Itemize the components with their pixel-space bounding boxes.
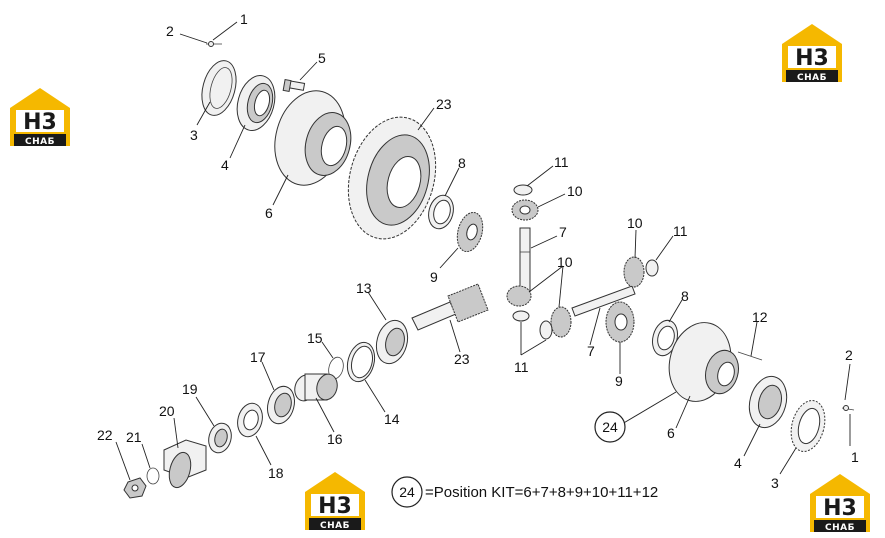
callout-6: 6 (667, 425, 675, 441)
svg-text:H3: H3 (795, 46, 829, 71)
callout-23: 23 (454, 351, 470, 367)
callout-8: 8 (458, 155, 466, 171)
part-seal (208, 422, 232, 454)
callout-2: 2 (166, 23, 174, 39)
callout-1: 1 (851, 449, 859, 465)
part-bearing-lower-right (748, 375, 788, 429)
part-thrust-washer-lower (652, 319, 678, 357)
callout-10: 10 (567, 183, 583, 199)
logo-bottom-right: H3 СНАБ (810, 474, 870, 533)
part-lock-plate-upper (201, 60, 237, 116)
callout-23: 23 (436, 96, 452, 112)
part-spider-gear-left (506, 285, 532, 322)
callout-6: 6 (265, 205, 273, 221)
callout-3: 3 (190, 127, 198, 143)
svg-text:СНАБ: СНАБ (797, 73, 827, 83)
svg-text:H3: H3 (823, 496, 857, 521)
part-differential-housing-upper (274, 90, 352, 186)
part-washer-small (146, 467, 160, 485)
svg-text:СНАБ: СНАБ (825, 523, 855, 533)
part-bearing-pinion (375, 319, 409, 365)
svg-text:СНАБ: СНАБ (25, 137, 55, 147)
svg-text:H3: H3 (23, 110, 57, 135)
part-pinion-shaft (411, 283, 489, 331)
callout-14: 14 (384, 411, 400, 427)
part-bearing-cup (237, 402, 263, 438)
part-thrust-washer-upper (428, 194, 454, 230)
part-lock-plate-lower (790, 400, 826, 452)
leader-lines (115, 21, 851, 481)
part-bearing-upper (236, 75, 276, 131)
callout-16: 16 (327, 431, 343, 447)
callout-8: 8 (681, 288, 689, 304)
part-spider-gear-top (511, 199, 539, 221)
part-pin-upper (206, 41, 222, 47)
callout-17: 17 (250, 349, 266, 365)
callout-11: 11 (673, 223, 688, 239)
callout-5: 5 (318, 50, 326, 66)
part-shim-ring (346, 341, 376, 383)
kit-number-circle (391, 476, 423, 508)
logo-top-right: H3 СНАБ (782, 24, 842, 83)
callout-labels: 1 2 3 4 5 6 23 8 9 11 10 7 10 11 10 7 11… (97, 11, 859, 491)
callout-24-circle (594, 411, 626, 443)
part-bearing-lower-left (267, 385, 295, 425)
logo-top-left: H3 СНАБ (10, 88, 70, 147)
svg-text:H3: H3 (318, 494, 352, 519)
callout-7: 7 (559, 224, 567, 240)
part-pin-lower (841, 405, 855, 411)
kit-legend: 24 =Position KIT=6+7+8+9+10+11+12 (391, 476, 658, 508)
part-bolt-lower (737, 351, 763, 361)
part-spider-washer-top (513, 184, 533, 196)
part-spider-gear-mid (539, 306, 572, 340)
kit-description: =Position KIT=6+7+8+9+10+11+12 (425, 484, 658, 501)
part-flange-yoke (163, 439, 207, 489)
part-side-gear-upper (456, 211, 484, 253)
callout-21: 21 (126, 429, 142, 445)
callout-11: 11 (514, 359, 529, 375)
part-crown-gear (347, 116, 437, 240)
logo-bottom-center: H3 СНАБ (305, 472, 365, 531)
callout-13: 13 (356, 280, 372, 296)
callout-9: 9 (615, 373, 623, 389)
callout-7: 7 (587, 343, 595, 359)
part-differential-housing-lower (668, 322, 739, 402)
callout-2: 2 (845, 347, 853, 363)
part-spider-shaft-vertical (519, 227, 531, 293)
svg-text:СНАБ: СНАБ (320, 521, 350, 531)
callout-1: 1 (240, 11, 248, 27)
part-spider-gear-right (623, 256, 659, 288)
callout-15: 15 (307, 330, 323, 346)
callout-9: 9 (430, 269, 438, 285)
part-side-gear-lower (605, 301, 635, 343)
callout-20: 20 (159, 403, 175, 419)
callout-11: 11 (554, 154, 569, 170)
callout-22: 22 (97, 427, 113, 443)
callout-10: 10 (627, 215, 643, 231)
kit-number: 24 (399, 484, 415, 500)
callout-4: 4 (221, 157, 229, 173)
callout-4: 4 (734, 455, 742, 471)
callout-18: 18 (268, 465, 284, 481)
part-bolt (282, 78, 306, 93)
callout-3: 3 (771, 475, 779, 491)
part-spider-shaft-diagonal (571, 285, 636, 317)
part-spacer-sleeve (294, 373, 338, 402)
callout-10: 10 (557, 254, 573, 270)
part-nut (123, 477, 147, 499)
callout-12: 12 (752, 309, 768, 325)
callout-19: 19 (182, 381, 198, 397)
callout-24: 24 (602, 419, 618, 435)
